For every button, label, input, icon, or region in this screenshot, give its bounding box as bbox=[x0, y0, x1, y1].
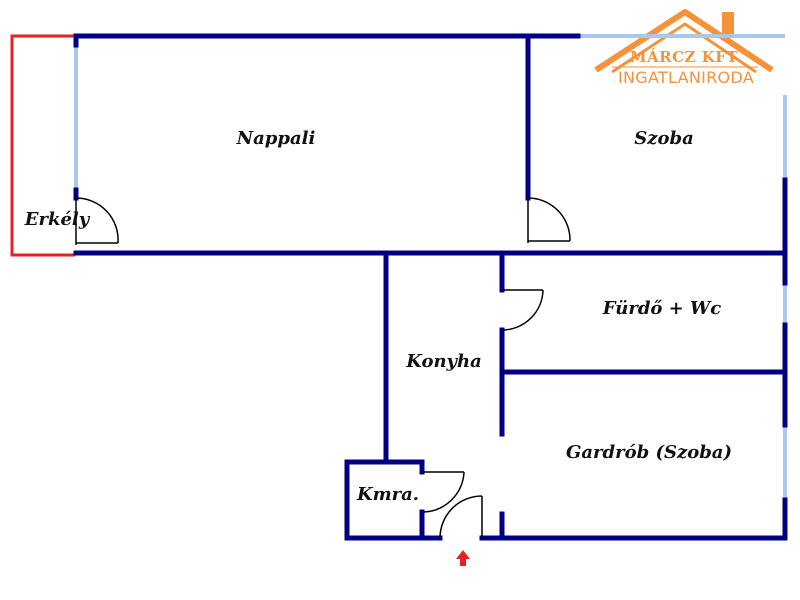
room-label-furdo: Fürdő + Wc bbox=[602, 298, 721, 319]
door-bathroom bbox=[501, 289, 544, 331]
door-balcony bbox=[75, 197, 119, 245]
walls bbox=[73, 33, 788, 541]
logo-roof-icon bbox=[594, 9, 774, 73]
room-label-konyha: Konyha bbox=[405, 351, 482, 372]
company-logo: MÁRCZ KFT INGATLANIRODA bbox=[594, 9, 774, 87]
room-label-nappali: Nappali bbox=[236, 128, 316, 149]
room-label-gardrob: Gardrób (Szoba) bbox=[566, 442, 732, 463]
door-pantry bbox=[422, 471, 465, 513]
windows bbox=[74, 34, 787, 500]
up-arrow-icon bbox=[456, 550, 470, 566]
balcony-outline bbox=[10, 34, 75, 257]
room-label-erkely: Erkély bbox=[24, 209, 91, 230]
logo-line2: INGATLANIRODA bbox=[618, 68, 754, 87]
door-entrance bbox=[439, 495, 483, 539]
doors bbox=[75, 197, 571, 539]
logo-line1: MÁRCZ KFT bbox=[630, 48, 739, 66]
logo-chimney-icon bbox=[722, 12, 734, 34]
door-room bbox=[527, 197, 571, 243]
logo-roof-inner-icon bbox=[611, 22, 757, 74]
room-label-kamra: Kmra. bbox=[356, 484, 419, 505]
room-label-szoba: Szoba bbox=[634, 128, 693, 149]
